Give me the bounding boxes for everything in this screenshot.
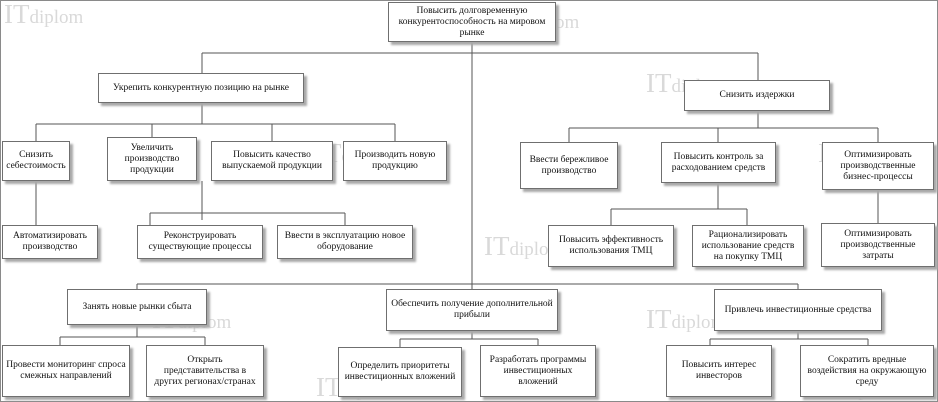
node-attract-investment: Привлечь инвестиционные средства xyxy=(714,289,882,331)
node-investment-priorities: Определить приоритеты инвестиционных вло… xyxy=(338,347,462,397)
node-branch-costs: Снизить издержки xyxy=(684,80,830,111)
node-lower-cost: Снизить себестоимость xyxy=(2,141,70,181)
node-optimize-processes: Оптимизировать производственные бизнес-п… xyxy=(822,142,934,190)
node-improve-quality: Повысить качество выпускаемой продукции xyxy=(211,141,333,181)
node-new-product: Производить новую продукцию xyxy=(343,141,447,181)
node-reduce-harm: Сократить вредные воздействия на окружаю… xyxy=(800,345,934,397)
node-representative-offices: Открыть представительства в других регио… xyxy=(146,345,264,397)
node-automate: Автоматизировать производство xyxy=(2,225,98,259)
node-investor-interest: Повысить интерес инвесторов xyxy=(666,345,772,397)
node-increase-production: Увеличить производство продукции xyxy=(107,137,197,181)
node-reconstruct: Реконструировать существующие процессы xyxy=(137,225,263,259)
node-commission-equipment: Ввести в эксплуатацию новое оборудование xyxy=(277,225,413,259)
node-additional-profit: Обеспечить получение дополнительной приб… xyxy=(386,289,558,331)
node-new-markets: Занять новые рынки сбыта xyxy=(67,289,207,325)
node-investment-programs: Разработать программы инвестиционных вло… xyxy=(480,345,596,397)
node-expense-control: Повысить контроль за расходованием средс… xyxy=(661,142,776,183)
node-optimize-costs: Оптимизировать производственные затраты xyxy=(821,223,935,267)
node-lean: Ввести бережливое производство xyxy=(520,142,618,189)
node-branch-market: Укрепить конкурентную позицию на рынке xyxy=(98,73,304,103)
node-tmc-efficiency: Повысить эффективность использования ТМЦ xyxy=(548,225,674,267)
node-rationalize-purchase: Рационализировать использование средств … xyxy=(692,225,804,267)
node-root: Повысить долговременную конкурентоспособ… xyxy=(388,2,556,42)
node-monitoring: Провести мониторинг спроса смежных напра… xyxy=(2,345,130,397)
